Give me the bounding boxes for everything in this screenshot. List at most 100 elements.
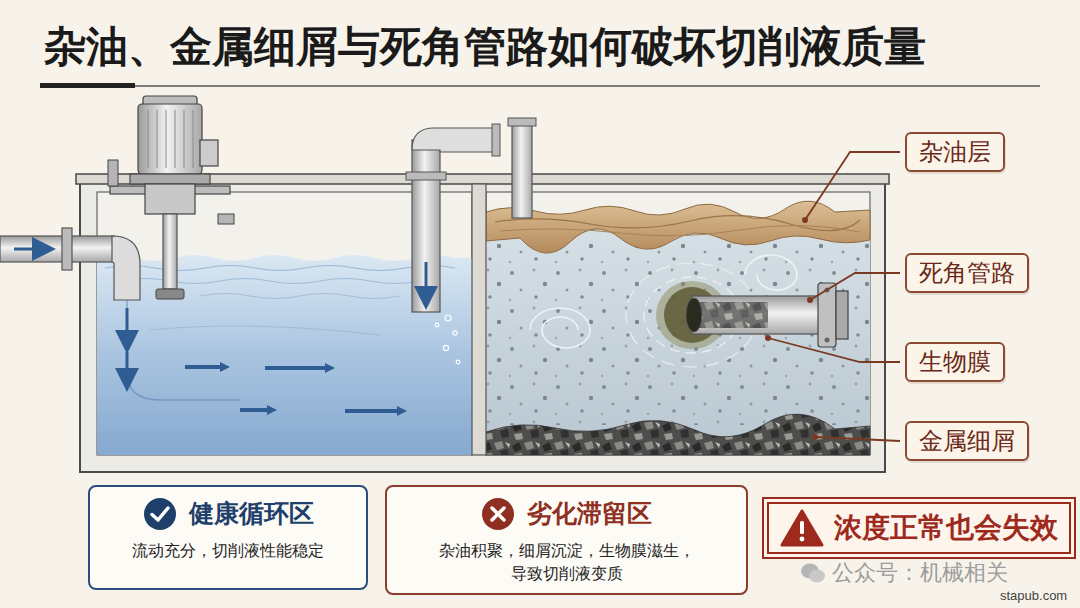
check-icon [152,508,168,520]
title-underline [40,85,1040,87]
callout-label: 杂油层 [919,138,991,166]
tank-body [80,178,885,472]
callout-label: 死角管路 [919,259,1015,287]
pump [148,110,149,168]
check-icon [143,497,177,531]
leader-lines [768,338,900,362]
warn-icon [782,511,822,545]
return-pipe [456,360,460,364]
wechat-icon [800,562,826,584]
return-pipe [453,331,457,335]
flow-arrows [185,365,225,369]
leader-lines [805,152,900,220]
return-pipe [412,140,440,312]
warn-icon [800,537,805,542]
cross-icon [482,498,514,530]
pump [108,160,118,186]
flow-arrows [126,352,129,380]
inlet-pipe [0,228,140,300]
dead-leg-pipe [825,338,830,343]
dead-leg-pipe [698,302,768,328]
degraded-coolant [486,225,870,455]
return-pipe [508,118,536,126]
pump [163,214,177,289]
callout-box: 金属细屑 [905,421,1029,461]
pump [138,104,202,174]
tank-body [486,192,870,455]
callout-box: 杂油层 [905,132,1005,172]
panel-title: 健康循环区 [189,498,314,531]
flow-arrows [126,308,129,342]
warn-icon [780,508,824,548]
panel-body: 杂油积聚，细屑沉淀，生物膜滋生，导致切削液变质 [435,539,699,585]
degraded-coolant [530,308,590,348]
pump [145,184,195,214]
flow-arrows [127,308,402,411]
clean-coolant [127,300,240,400]
title-underline [40,83,1040,88]
return-pipe [492,124,500,156]
flow-arrows [265,366,330,370]
cross-icon [481,497,515,531]
panel-body: 流动充分，切削液性能稳定 [102,539,354,562]
site-text: stapub.com [1000,588,1067,603]
tank-body [76,174,889,184]
return-pipe [435,323,439,327]
pump [156,289,184,299]
metal-chips [486,414,870,455]
tramp-oil-layer [500,225,860,235]
title-text: 杂油、金属细屑与死角管路如何破坏切削液质量 [44,22,926,72]
pump [166,110,167,168]
check-icon [144,498,176,530]
callout-box: 死角管路 [905,253,1029,293]
return-pipe [443,345,448,350]
wechat-icon [809,570,825,583]
return-pipe [512,122,532,218]
inlet-pipe [0,236,114,262]
flow-arrows [240,408,272,412]
dead-leg-pipe [656,281,848,349]
warn-icon [780,508,824,548]
leader-lines [812,434,818,440]
clean-coolant [150,326,380,335]
check-icon [143,497,177,531]
site-label: stapub.com [1000,588,1067,604]
return-pipe [406,172,446,180]
return-pipe [445,315,451,321]
divider-wall [472,184,486,455]
warning-text: 浓度正常也会失效 [834,511,1058,545]
callout-label: 生物膜 [919,348,991,376]
degraded-coolant [486,240,870,425]
return-pipe [425,262,428,298]
return-pipe [406,118,536,364]
summary-panel: 劣化滞留区杂油积聚，细屑沉淀，生物膜滋生，导致切削液变质 [385,485,748,595]
degraded-coolant [486,225,870,455]
tramp-oil-layer [495,216,860,231]
cross-icon [481,497,515,531]
metal-chips [486,414,870,455]
panel-title: 劣化滞留区 [527,498,652,531]
watermark: 公众号：机械相关 [800,560,1008,586]
flow-arrows [345,409,402,413]
pump [193,110,194,168]
warn-icon [800,521,804,534]
inlet-pipe [112,236,140,300]
callout-label: 金属细屑 [919,427,1015,455]
inlet-pipe [14,248,44,251]
leader-lines [815,437,900,441]
panel-header: 劣化滞留区 [399,497,734,531]
watermark-text: 公众号：机械相关 [832,560,1008,586]
divider-wall [472,184,486,455]
pump [218,214,234,224]
leader-lines [810,273,900,300]
pump [108,96,234,299]
title-underline [40,83,135,88]
clean-coolant [105,266,455,271]
return-pipe [412,128,495,152]
pump [157,110,158,168]
pump [175,110,176,168]
dead-leg-pipe [692,296,820,334]
summary-panel: 健康循环区流动充分，切削液性能稳定 [88,485,368,590]
pump [200,140,218,166]
